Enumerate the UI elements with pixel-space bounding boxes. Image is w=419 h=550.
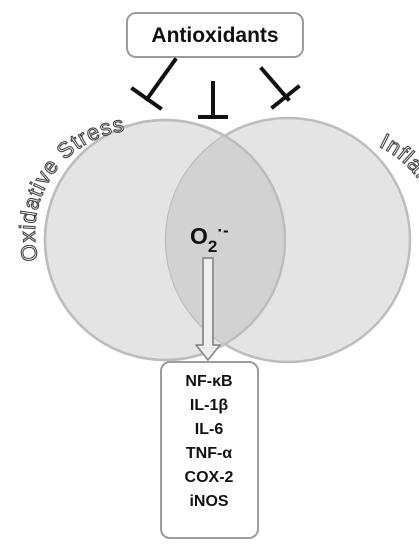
oxidative-stress-outline xyxy=(43,118,287,362)
mediator-item: IL-6 xyxy=(195,421,224,438)
mediators-box xyxy=(160,361,259,539)
mediator-item: COX-2 xyxy=(185,469,234,486)
inhibitor-right xyxy=(259,66,301,110)
mediator-item: TNF-α xyxy=(186,445,232,462)
inhibitor-center xyxy=(198,81,228,119)
antioxidants-box xyxy=(126,12,304,58)
superoxide-label: O2·- xyxy=(190,221,229,256)
antioxidants-label: Antioxidants xyxy=(151,24,278,47)
mediator-item: NF-κB xyxy=(185,373,232,390)
down-arrow-icon xyxy=(195,257,221,361)
overlap-region xyxy=(166,120,285,360)
mediator-item: iNOS xyxy=(189,493,228,510)
inhibitor-left xyxy=(130,57,178,111)
mediator-item: IL-1β xyxy=(190,397,228,414)
